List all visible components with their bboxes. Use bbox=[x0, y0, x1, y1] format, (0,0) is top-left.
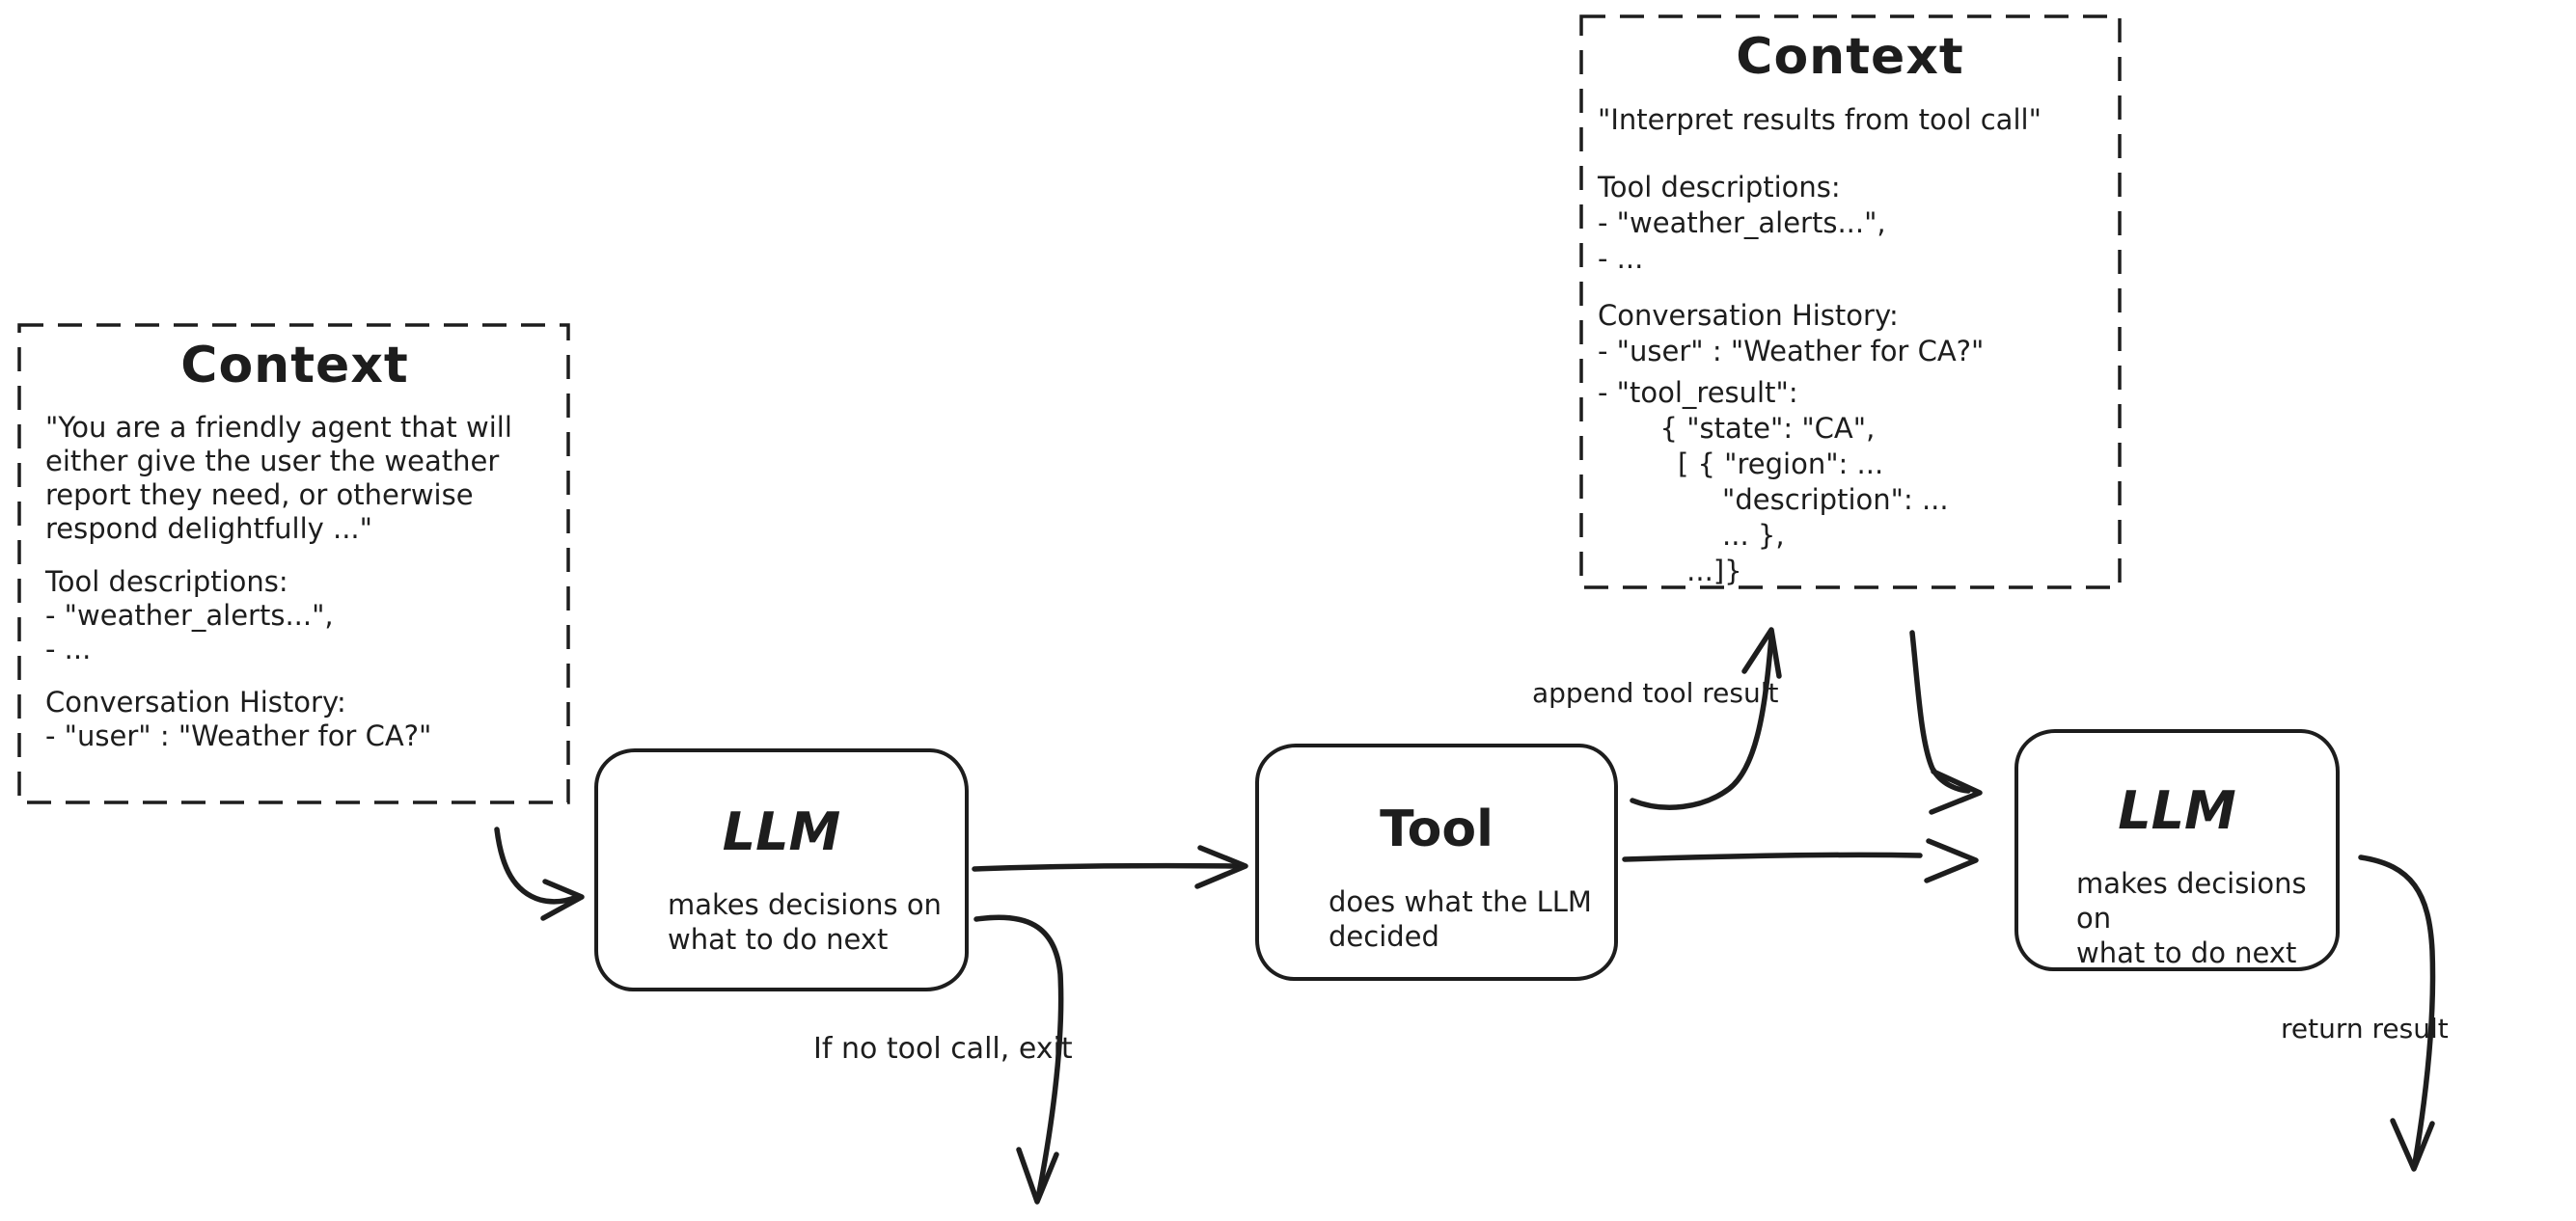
tool-description-item: - ... bbox=[1598, 241, 1644, 275]
edge-label-return-result: return result bbox=[2281, 1013, 2449, 1045]
context-left-tool-descriptions: Tool descriptions: - "weather_alerts..."… bbox=[45, 565, 544, 666]
arrow-tool-to-llm2 bbox=[1622, 838, 1979, 883]
tool-descriptions-heading: Tool descriptions: bbox=[1598, 170, 1841, 204]
node-tool: Tool does what the LLM decided bbox=[1255, 744, 1618, 981]
context-left-system-prompt: "You are a friendly agent that will eith… bbox=[45, 410, 512, 545]
node-llm-1-description: makes decisions on what to do next bbox=[668, 888, 942, 957]
context-left-history: Conversation History: - "user" : "Weathe… bbox=[45, 686, 544, 753]
context-box-left: Context "You are a friendly agent that w… bbox=[18, 324, 569, 753]
tool-description-item: - ... bbox=[45, 632, 92, 665]
node-llm-1-title: LLM bbox=[722, 801, 841, 862]
history-item: - "user" : "Weather for CA?" bbox=[1598, 334, 1985, 367]
edge-label-if-no-tool-call-exit: If no tool call, exit bbox=[813, 1032, 1073, 1066]
history-item: - "user" : "Weather for CA?" bbox=[45, 719, 432, 752]
tool-description-item: - "weather_alerts...", bbox=[45, 598, 334, 632]
arrow-context-right-to-llm2 bbox=[1909, 630, 1983, 815]
context-right-title: Context bbox=[1736, 28, 1964, 86]
context-right-tool-result: - "tool_result": { "state": "CA", [ { "r… bbox=[1598, 375, 1949, 587]
context-left-title: Context bbox=[180, 337, 409, 394]
arrow-tool-to-context-right bbox=[1630, 627, 1782, 810]
context-box-right: Context "Interpret results from tool cal… bbox=[1580, 15, 2120, 589]
node-tool-description: does what the LLM decided bbox=[1329, 884, 1592, 953]
node-llm-1: LLM makes decisions on what to do next bbox=[594, 748, 969, 991]
node-llm-2-title: LLM bbox=[2118, 780, 2236, 841]
context-right-system-prompt: "Interpret results from tool call" bbox=[1598, 102, 2042, 136]
tool-description-item: - "weather_alerts...", bbox=[1598, 205, 1886, 239]
arrow-context-left-to-llm1 bbox=[494, 827, 585, 921]
tool-descriptions-heading: Tool descriptions: bbox=[45, 564, 288, 598]
node-llm-2-description: makes decisions on what to do next bbox=[2076, 867, 2307, 970]
edge-label-append-tool-result: append tool result bbox=[1532, 677, 1779, 709]
node-llm-2: LLM makes decisions on what to do next bbox=[2014, 729, 2340, 971]
arrow-llm1-to-tool bbox=[972, 845, 1248, 889]
context-right-history: Conversation History: - "user" : "Weathe… bbox=[1598, 298, 2102, 369]
context-right-tool-descriptions: Tool descriptions: - "weather_alerts..."… bbox=[1598, 170, 2102, 277]
node-tool-title: Tool bbox=[1380, 800, 1494, 858]
history-heading: Conversation History: bbox=[1598, 298, 1899, 332]
history-heading: Conversation History: bbox=[45, 685, 346, 719]
